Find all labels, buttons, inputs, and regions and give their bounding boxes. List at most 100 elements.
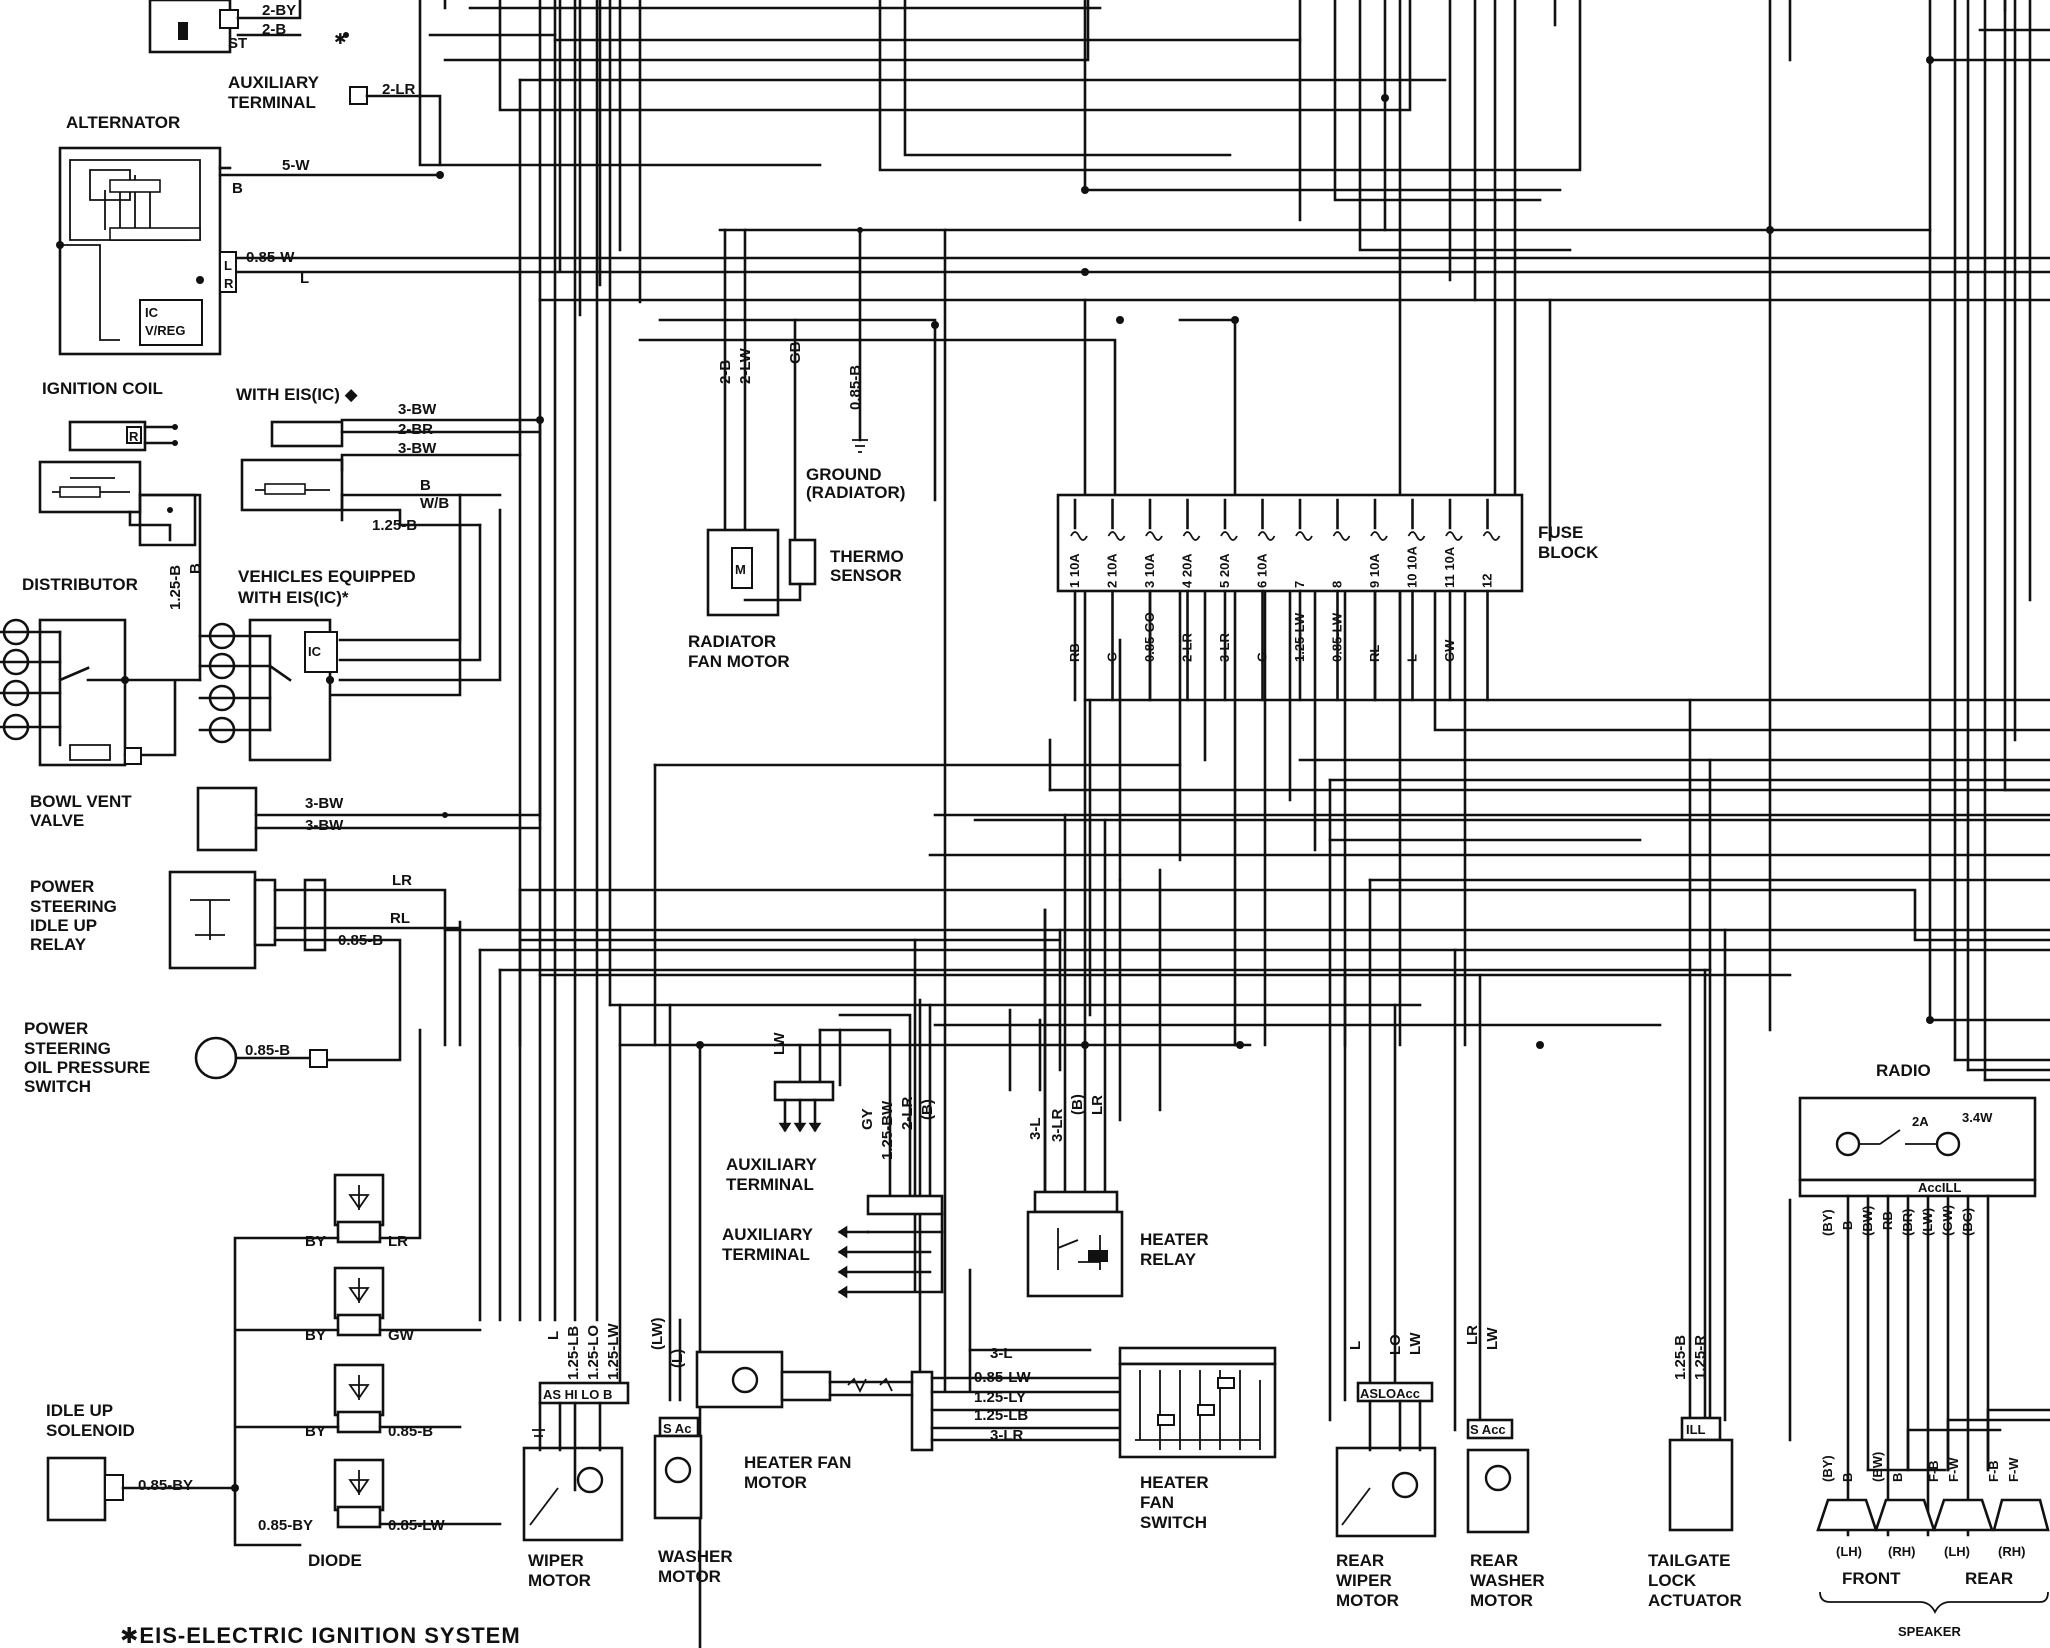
wire-relay-rl: RL bbox=[390, 910, 410, 927]
aux-terminals-section: LW GY 1.25-BW 2-LR (B) AUXILIARY TERMINA… bbox=[722, 1003, 944, 1299]
radio-bw: (BW) bbox=[1860, 1206, 1875, 1236]
fuse-4-rating: 4 20A bbox=[1180, 553, 1195, 588]
spk-fb2: F-B bbox=[1986, 1460, 2001, 1482]
rear-wiper-section: L LO LW ASLOAcc REAR WIPER MOTOR LR LW S… bbox=[1335, 1325, 1545, 1610]
wiper-terms: AS HI LO B bbox=[543, 1387, 612, 1402]
wire-fan-125ly: 1.25-LY bbox=[974, 1389, 1026, 1406]
ignition-section: IGNITION COIL R 1.25-B B DISTRIBUTOR WIT… bbox=[0, 379, 542, 852]
speaker-front-lh[interactable] bbox=[1816, 1498, 1878, 1532]
heater-fan-section: 3-L 0.85-LW 1.25-LY 1.25-LB 3-LR HEATER … bbox=[695, 1345, 1277, 1532]
tailgate-lock-actuator[interactable] bbox=[1668, 1438, 1734, 1532]
diode-section: BY LR BY GW BY 0.85-B 0.85-BY 0.85-LW DI… bbox=[46, 1028, 502, 1570]
bowl-vent-line2: VALVE bbox=[30, 811, 84, 830]
ps-relay-line1: POWER bbox=[30, 877, 94, 896]
radio[interactable] bbox=[1798, 1096, 2037, 1182]
ps-switch-line4: SWITCH bbox=[24, 1077, 91, 1096]
heater-relay-line1: HEATER bbox=[1140, 1230, 1209, 1249]
asterisk-mark: ✱ bbox=[334, 31, 347, 48]
wire-tail-125r: 1.25-R bbox=[1692, 1335, 1709, 1380]
radio-bg: (BG) bbox=[1960, 1208, 1975, 1236]
ps-switch-line1: POWER bbox=[24, 1019, 88, 1038]
wire-fan-3l: 3-L bbox=[990, 1345, 1013, 1362]
fuse-12[interactable]: 12 bbox=[1480, 498, 1501, 702]
aux-terminal-2[interactable] bbox=[866, 1194, 944, 1216]
fuse-7[interactable]: 71.25-LW bbox=[1292, 498, 1313, 702]
wire-rwiper-lw: LW bbox=[1407, 1332, 1424, 1355]
bowl-vent-valve[interactable] bbox=[196, 786, 258, 852]
eis-ic-box bbox=[304, 631, 338, 673]
wire-2lr: 2-LR bbox=[382, 81, 416, 98]
washer-motor-line1: WASHER bbox=[658, 1547, 733, 1566]
heater-relay-section: 3-L 3-LR (B) LR HEATER RELAY bbox=[1026, 698, 1209, 1298]
wire-eis-3bw-a: 3-BW bbox=[398, 401, 437, 418]
wire-eis-wb: W/B bbox=[420, 495, 449, 512]
rear-washer-line3: MOTOR bbox=[1470, 1591, 1533, 1610]
rear-wiper-motor[interactable] bbox=[1335, 1446, 1437, 1538]
tailgate-line1: TAILGATE bbox=[1648, 1551, 1730, 1570]
aux-terminal-top[interactable] bbox=[349, 86, 368, 105]
ground-radiator-line2: (RADIATOR) bbox=[806, 483, 905, 502]
wire-diode-by1: BY bbox=[305, 1233, 326, 1250]
fuse-1-rating: 1 10A bbox=[1067, 553, 1082, 588]
rad-motor-symbol: M bbox=[735, 562, 746, 577]
thermo-line1: THERMO bbox=[830, 547, 904, 566]
ignition-coil-label: IGNITION COIL bbox=[42, 379, 163, 398]
wire-bowl-3bw-b: 3-BW bbox=[305, 817, 344, 834]
fuse-8-rating: 8 bbox=[1330, 581, 1345, 588]
wire-aux-125bw: 1.25-BW bbox=[879, 1100, 896, 1160]
spk-fb1: F-B bbox=[1926, 1460, 1941, 1482]
thermo-sensor[interactable] bbox=[788, 538, 817, 586]
wire-rwiper-l: L bbox=[1347, 1341, 1364, 1350]
speaker-label: SPEAKER bbox=[1898, 1624, 1961, 1639]
rear-wiper-line2: WIPER bbox=[1336, 1571, 1392, 1590]
fuse-11-rating: 11 10A bbox=[1442, 546, 1457, 588]
wiper-motor-line2: MOTOR bbox=[528, 1571, 591, 1590]
radio-b: B bbox=[1840, 1221, 1855, 1230]
idle-up-solenoid[interactable] bbox=[46, 1456, 107, 1522]
ps-pressure-switch[interactable] bbox=[194, 1036, 238, 1080]
bowl-vent-line1: BOWL VENT bbox=[30, 792, 132, 811]
wire-tail-125b: 1.25-B bbox=[1672, 1335, 1689, 1380]
spk-side-3: (LH) bbox=[1944, 1544, 1970, 1559]
wire-diode-lr: LR bbox=[388, 1233, 408, 1250]
radio-rb: RB bbox=[1880, 1211, 1895, 1230]
aux-terminal-1[interactable] bbox=[773, 1080, 835, 1102]
aux-terminal-top-line2: TERMINAL bbox=[228, 93, 316, 112]
wire-rad-2b: 2-B bbox=[717, 360, 734, 384]
fuse-2-rating: 2 10A bbox=[1105, 553, 1120, 588]
fuse-8[interactable]: 80.85-LW bbox=[1330, 498, 1351, 702]
rear-washer-motor[interactable] bbox=[1466, 1448, 1530, 1534]
spk-fw1: F-W bbox=[1946, 1457, 1961, 1482]
spk-side-4: (RH) bbox=[1998, 1544, 2025, 1559]
fuse-3-rating: 3 10A bbox=[1142, 553, 1157, 588]
fuse-10-rating: 10 10A bbox=[1405, 545, 1420, 588]
power-steering-section: POWER STEERING IDLE UP RELAY LR RL 0.85-… bbox=[24, 870, 462, 1096]
wire-relay-3l: 3-L bbox=[1027, 1118, 1044, 1141]
heater-fan-motor-line1: HEATER FAN bbox=[744, 1453, 851, 1472]
heater-switch-line3: SWITCH bbox=[1140, 1513, 1207, 1532]
wire-alt-l: L bbox=[300, 270, 309, 287]
wiper-section: L 1.25-LB 1.25-LO 1.25-LW AS HI LO B WIP… bbox=[522, 1318, 733, 1590]
speaker-rear-lh[interactable] bbox=[1932, 1498, 1994, 1532]
radiator-section: 2-B 2-LW GB 0.85-B GROUND (RADIATOR) M T… bbox=[688, 227, 905, 671]
alternator-label: ALTERNATOR bbox=[66, 113, 180, 132]
wire-2by: 2-BY bbox=[262, 2, 296, 19]
speaker-front-rh[interactable] bbox=[1874, 1498, 1936, 1532]
fuse-9-rating: 9 10A bbox=[1367, 553, 1382, 588]
radio-by: (BY) bbox=[1820, 1209, 1835, 1236]
speaker-rear-rh[interactable] bbox=[1992, 1498, 2050, 1532]
speaker-rear-label: REAR bbox=[1965, 1569, 2013, 1588]
alt-term-l: L bbox=[224, 258, 232, 273]
alternator-lr-terminal[interactable] bbox=[219, 251, 237, 293]
wiper-motor[interactable] bbox=[522, 1446, 624, 1542]
diode-label: DIODE bbox=[308, 1551, 362, 1570]
